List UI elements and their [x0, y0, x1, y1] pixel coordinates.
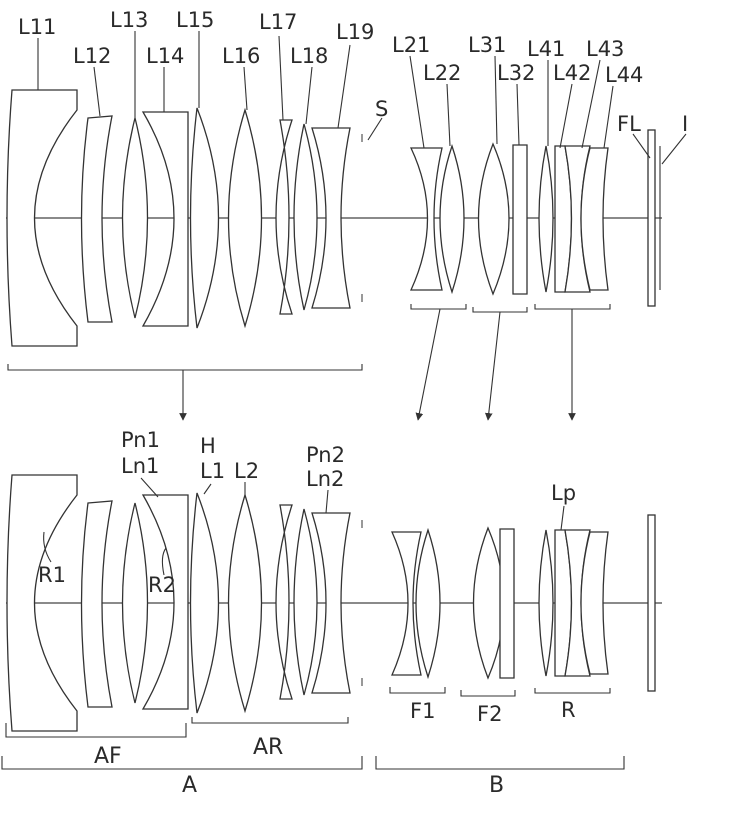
label-L43: L43 [586, 37, 624, 61]
bracket-F2 [460, 690, 516, 697]
label-Ln2: Ln2 [306, 467, 344, 491]
lens-R-1 [538, 529, 554, 677]
bracket-AR [191, 717, 349, 724]
lens-R-4 [580, 531, 609, 675]
lens-L15 [189, 107, 220, 329]
lens-F2-plate [499, 528, 515, 679]
lens-bottom-8 [293, 508, 318, 696]
label-R1: R1 [38, 563, 66, 587]
label-S: S [375, 97, 388, 121]
label-L12: L12 [73, 44, 111, 68]
bracket-B [375, 756, 625, 770]
label-B: B [489, 773, 504, 798]
lens-L18 [293, 123, 318, 311]
label-L18: L18 [290, 44, 328, 68]
label-AF: AF [94, 744, 122, 769]
lens-F1-positive [415, 527, 441, 680]
label-L31: L31 [468, 33, 506, 57]
lens-L19 [311, 127, 351, 309]
lens-L14 [141, 111, 189, 327]
lens-bottom-7 [275, 504, 293, 700]
lens-L2 [227, 492, 263, 714]
bottom-lens-system: Pn1 Ln1 H L1 L2 Pn2 Ln2 R1 R2 Lp F1 F2 R… [1, 428, 662, 798]
bracket-F1-top [410, 304, 467, 310]
label-L22: L22 [423, 61, 461, 85]
filter-FL [647, 129, 656, 307]
label-Lp: Lp [551, 481, 576, 505]
lens-L44 [580, 147, 609, 291]
label-L41: L41 [527, 37, 565, 61]
lens-L13 [121, 117, 149, 319]
lens-Ln1 [141, 494, 189, 710]
lens-L1 [189, 492, 220, 714]
lens-L32 [512, 144, 528, 295]
label-L17: L17 [259, 10, 297, 34]
lens-L22 [439, 143, 465, 295]
label-R2: R2 [148, 573, 176, 597]
label-L15: L15 [176, 8, 214, 32]
label-H: H [200, 434, 216, 458]
label-Pn1: Pn1 [121, 428, 160, 452]
label-F1: F1 [410, 699, 435, 723]
label-L32: L32 [497, 61, 535, 85]
bracket-F1 [389, 687, 446, 694]
lens-L41 [538, 145, 554, 293]
bracket-A [1, 756, 363, 770]
label-L1: L1 [200, 459, 225, 483]
label-L11: L11 [18, 15, 56, 39]
lens-F1-negative [390, 531, 422, 676]
label-FL: FL [617, 112, 641, 136]
label-L14: L14 [146, 44, 184, 68]
lens-Ln2 [311, 512, 351, 694]
bracket-group-A-top [7, 364, 363, 371]
label-L16: L16 [222, 44, 260, 68]
bracket-R-top [534, 304, 611, 310]
label-L13: L13 [110, 8, 148, 32]
bracket-R [534, 688, 611, 694]
label-R: R [561, 698, 576, 722]
label-L2: L2 [234, 459, 259, 483]
label-L21: L21 [392, 33, 430, 57]
filter-bottom [647, 514, 656, 692]
label-L44: L44 [605, 63, 643, 87]
lens-L17 [275, 119, 293, 315]
label-Pn2: Pn2 [306, 443, 345, 467]
label-Ln1: Ln1 [121, 454, 159, 478]
label-L42: L42 [553, 61, 591, 85]
label-AR: AR [253, 735, 283, 760]
lens-L11 [6, 89, 78, 347]
lens-bottom-3 [121, 502, 149, 704]
label-I: I [682, 112, 688, 136]
lens-L12 [80, 115, 113, 323]
lens-bottom-2 [80, 500, 113, 708]
bracket-F2-top [472, 307, 528, 313]
label-L19: L19 [336, 20, 374, 44]
lens-L31 [477, 142, 510, 296]
lens-Ln1-bottom-1 [6, 474, 78, 732]
lens-L21 [409, 147, 443, 291]
bracket-AF [5, 723, 187, 738]
lens-L16 [227, 107, 263, 329]
top-lens-system: L11 L12 L13 L14 L15 L16 L17 L18 L19 S L2… [6, 8, 688, 371]
correspondence-arrows [179, 308, 576, 421]
label-A: A [182, 773, 197, 798]
label-F2: F2 [477, 702, 502, 726]
